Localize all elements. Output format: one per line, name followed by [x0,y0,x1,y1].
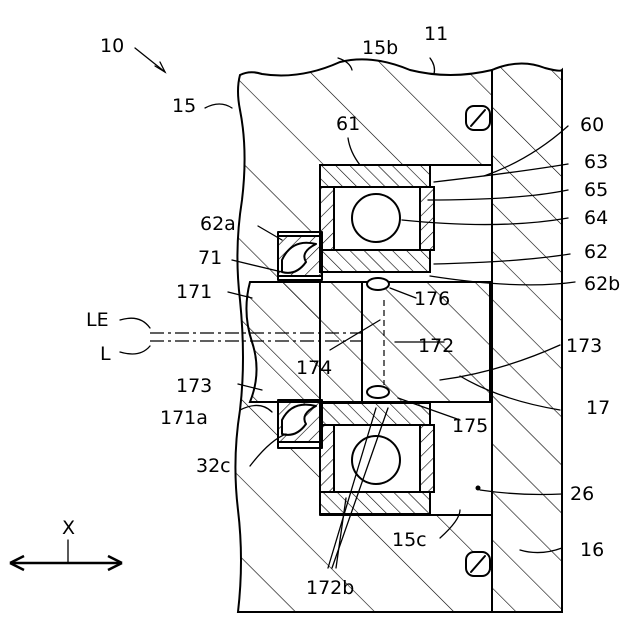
label-16: 16 [580,539,604,561]
label-171: 171 [176,281,212,303]
member-16 [492,63,562,612]
label-X: X [62,517,75,539]
label-15c: 15c [392,529,427,551]
ball-64 [352,194,400,242]
label-26: 26 [570,483,594,505]
label-10: 10 [100,35,124,57]
label-171a: 171a [160,407,208,429]
label-17: 17 [586,397,610,419]
seal-71-upper [278,236,322,276]
label-172b: 172b [306,577,354,599]
label-176: 176 [414,288,450,310]
label-174: 174 [296,357,332,379]
label-L: L [100,343,111,365]
label-LE: LE [86,309,109,331]
label-65: 65 [584,179,608,201]
label-61: 61 [336,113,360,135]
label-15b: 15b [362,37,398,59]
label-62: 62 [584,241,608,263]
label-62a: 62a [200,213,236,235]
label-32c: 32c [196,455,231,477]
label-173-right: 173 [566,335,602,357]
label-71: 71 [198,247,222,269]
label-173-left: 173 [176,375,212,397]
label-172: 172 [418,335,454,357]
seal-71-lower [278,402,322,442]
label-64: 64 [584,207,608,229]
label-15: 15 [172,95,196,117]
label-62b: 62b [584,273,620,295]
label-175: 175 [452,415,488,437]
label-60: 60 [580,114,604,136]
x-direction-arrow [10,540,122,570]
label-11: 11 [424,23,448,45]
label-63: 63 [584,151,608,173]
